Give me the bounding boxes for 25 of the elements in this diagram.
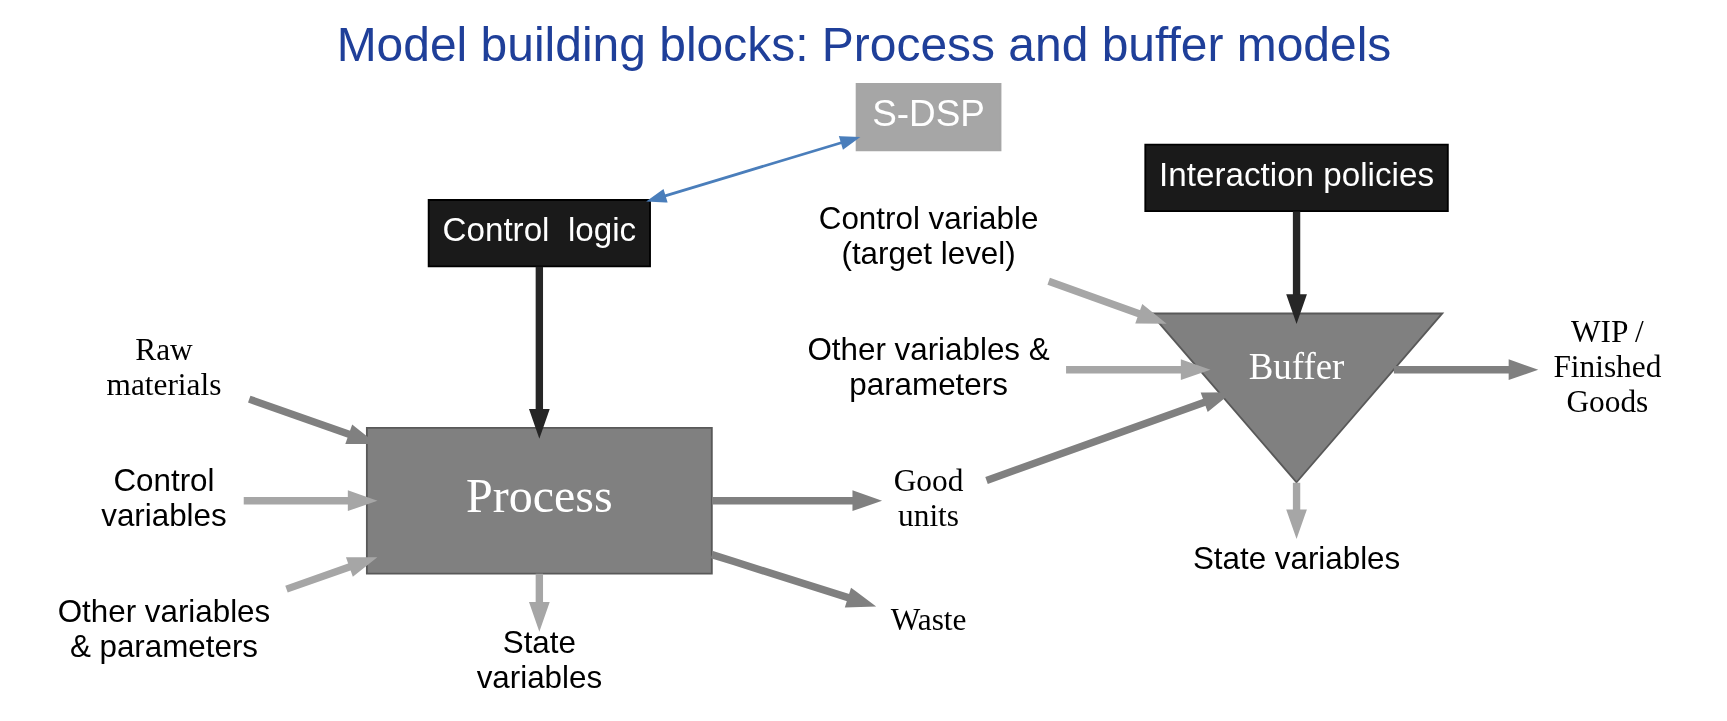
node-text: Control variable (target level) <box>818 200 1038 271</box>
arrow <box>1393 359 1538 381</box>
node-text: Good units <box>893 462 963 533</box>
node-text: State variables <box>1192 541 1400 577</box>
arrow <box>528 573 550 632</box>
arrow <box>1285 211 1307 324</box>
node-text: Raw materials <box>106 331 221 402</box>
node-text: Other variables & parameters <box>57 593 270 664</box>
arrow <box>710 551 876 608</box>
node-box: Interaction policies <box>1143 143 1449 212</box>
arrow <box>284 557 377 593</box>
arrow <box>711 490 882 512</box>
node-box: Control logic <box>427 199 651 268</box>
arrow <box>645 136 860 203</box>
node-box: Process <box>365 426 713 575</box>
diagram-title: Model building blocks: Process and buffer models <box>336 18 1391 72</box>
arrow <box>1046 277 1167 324</box>
node-text: Control variables <box>100 462 227 533</box>
node-text: Waste <box>890 602 966 637</box>
node-text: WIP / Finished Goods <box>1552 314 1661 420</box>
arrow <box>528 266 550 439</box>
arrow <box>1285 482 1307 539</box>
node-text: State variables <box>476 625 602 696</box>
node-box: S-DSP <box>855 82 1001 152</box>
node-text: Other variables & parameters <box>806 331 1050 402</box>
